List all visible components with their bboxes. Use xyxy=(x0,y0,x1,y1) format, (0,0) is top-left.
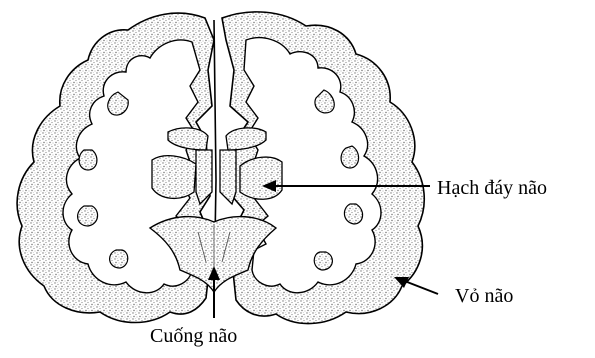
label-peduncle: Cuống não xyxy=(150,326,237,346)
label-cortex: Vỏ não xyxy=(455,286,513,306)
thalamus-right xyxy=(220,150,236,204)
left-lentiform-nucleus xyxy=(152,156,196,199)
right-lentiform-nucleus xyxy=(240,157,282,199)
label-basal-ganglia: Hạch đáy não xyxy=(437,178,547,198)
